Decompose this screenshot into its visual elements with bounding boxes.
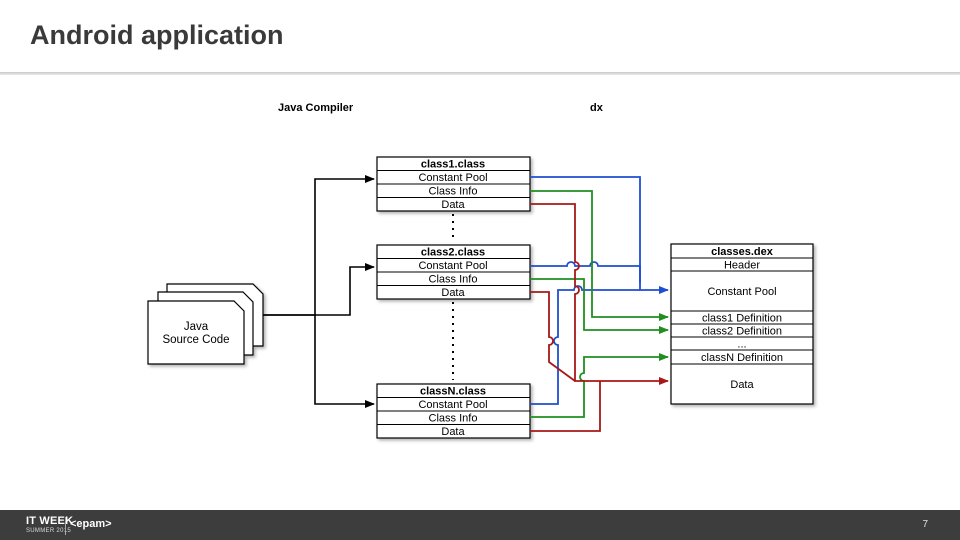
source-code-documents (147, 283, 264, 365)
epam-logo: <epam> (70, 518, 112, 530)
dex-constant-pool: Constant Pool (707, 286, 776, 298)
java-compiler-label: Java Compiler (278, 102, 354, 114)
class1-title: class1.class (421, 159, 485, 171)
source-code-label-line1: Java (184, 321, 209, 333)
page-number: 7 (922, 519, 928, 530)
slide-title: Android application (30, 20, 284, 50)
class2-constant-pool: Constant Pool (418, 260, 487, 272)
source-code-label-line2: Source Code (162, 334, 229, 346)
dex-class1-definition: class1 Definition (702, 313, 782, 325)
it-week-subtitle: SUMMER 2015 (26, 528, 71, 534)
logo-divider (65, 517, 66, 535)
dex-title: classes.dex (711, 246, 774, 258)
class2-class-info: Class Info (429, 274, 478, 286)
dx-label: dx (590, 102, 604, 114)
classN-data: Data (441, 426, 465, 438)
classN-constant-pool: Constant Pool (418, 399, 487, 411)
dex-class2-definition: class2 Definition (702, 326, 782, 338)
compiler-arrows (263, 175, 375, 408)
class2-title: class2.class (421, 247, 485, 259)
class-info-connectors (530, 190, 669, 418)
class1-data: Data (441, 199, 465, 211)
title-bar: Android application (0, 0, 960, 72)
data-connectors (530, 203, 669, 432)
class2-data: Data (441, 287, 465, 299)
dex-classN-definition: classN Definition (701, 352, 783, 364)
title-divider (0, 72, 960, 75)
classN-class-info: Class Info (429, 413, 478, 425)
it-week-logo: IT WEEK (26, 515, 74, 527)
constant-pool-connectors (530, 176, 669, 405)
dex-data: Data (730, 379, 754, 391)
footer-bar: IT WEEK SUMMER 2015 <epam> 7 (0, 510, 960, 540)
compilation-diagram: Java Compiler dx Java Source Code class1… (147, 102, 814, 439)
classN-title: classN.class (420, 386, 486, 398)
dex-header: Header (724, 260, 760, 272)
class1-constant-pool: Constant Pool (418, 172, 487, 184)
dex-ellipsis: ... (737, 339, 746, 351)
class1-class-info: Class Info (429, 186, 478, 198)
